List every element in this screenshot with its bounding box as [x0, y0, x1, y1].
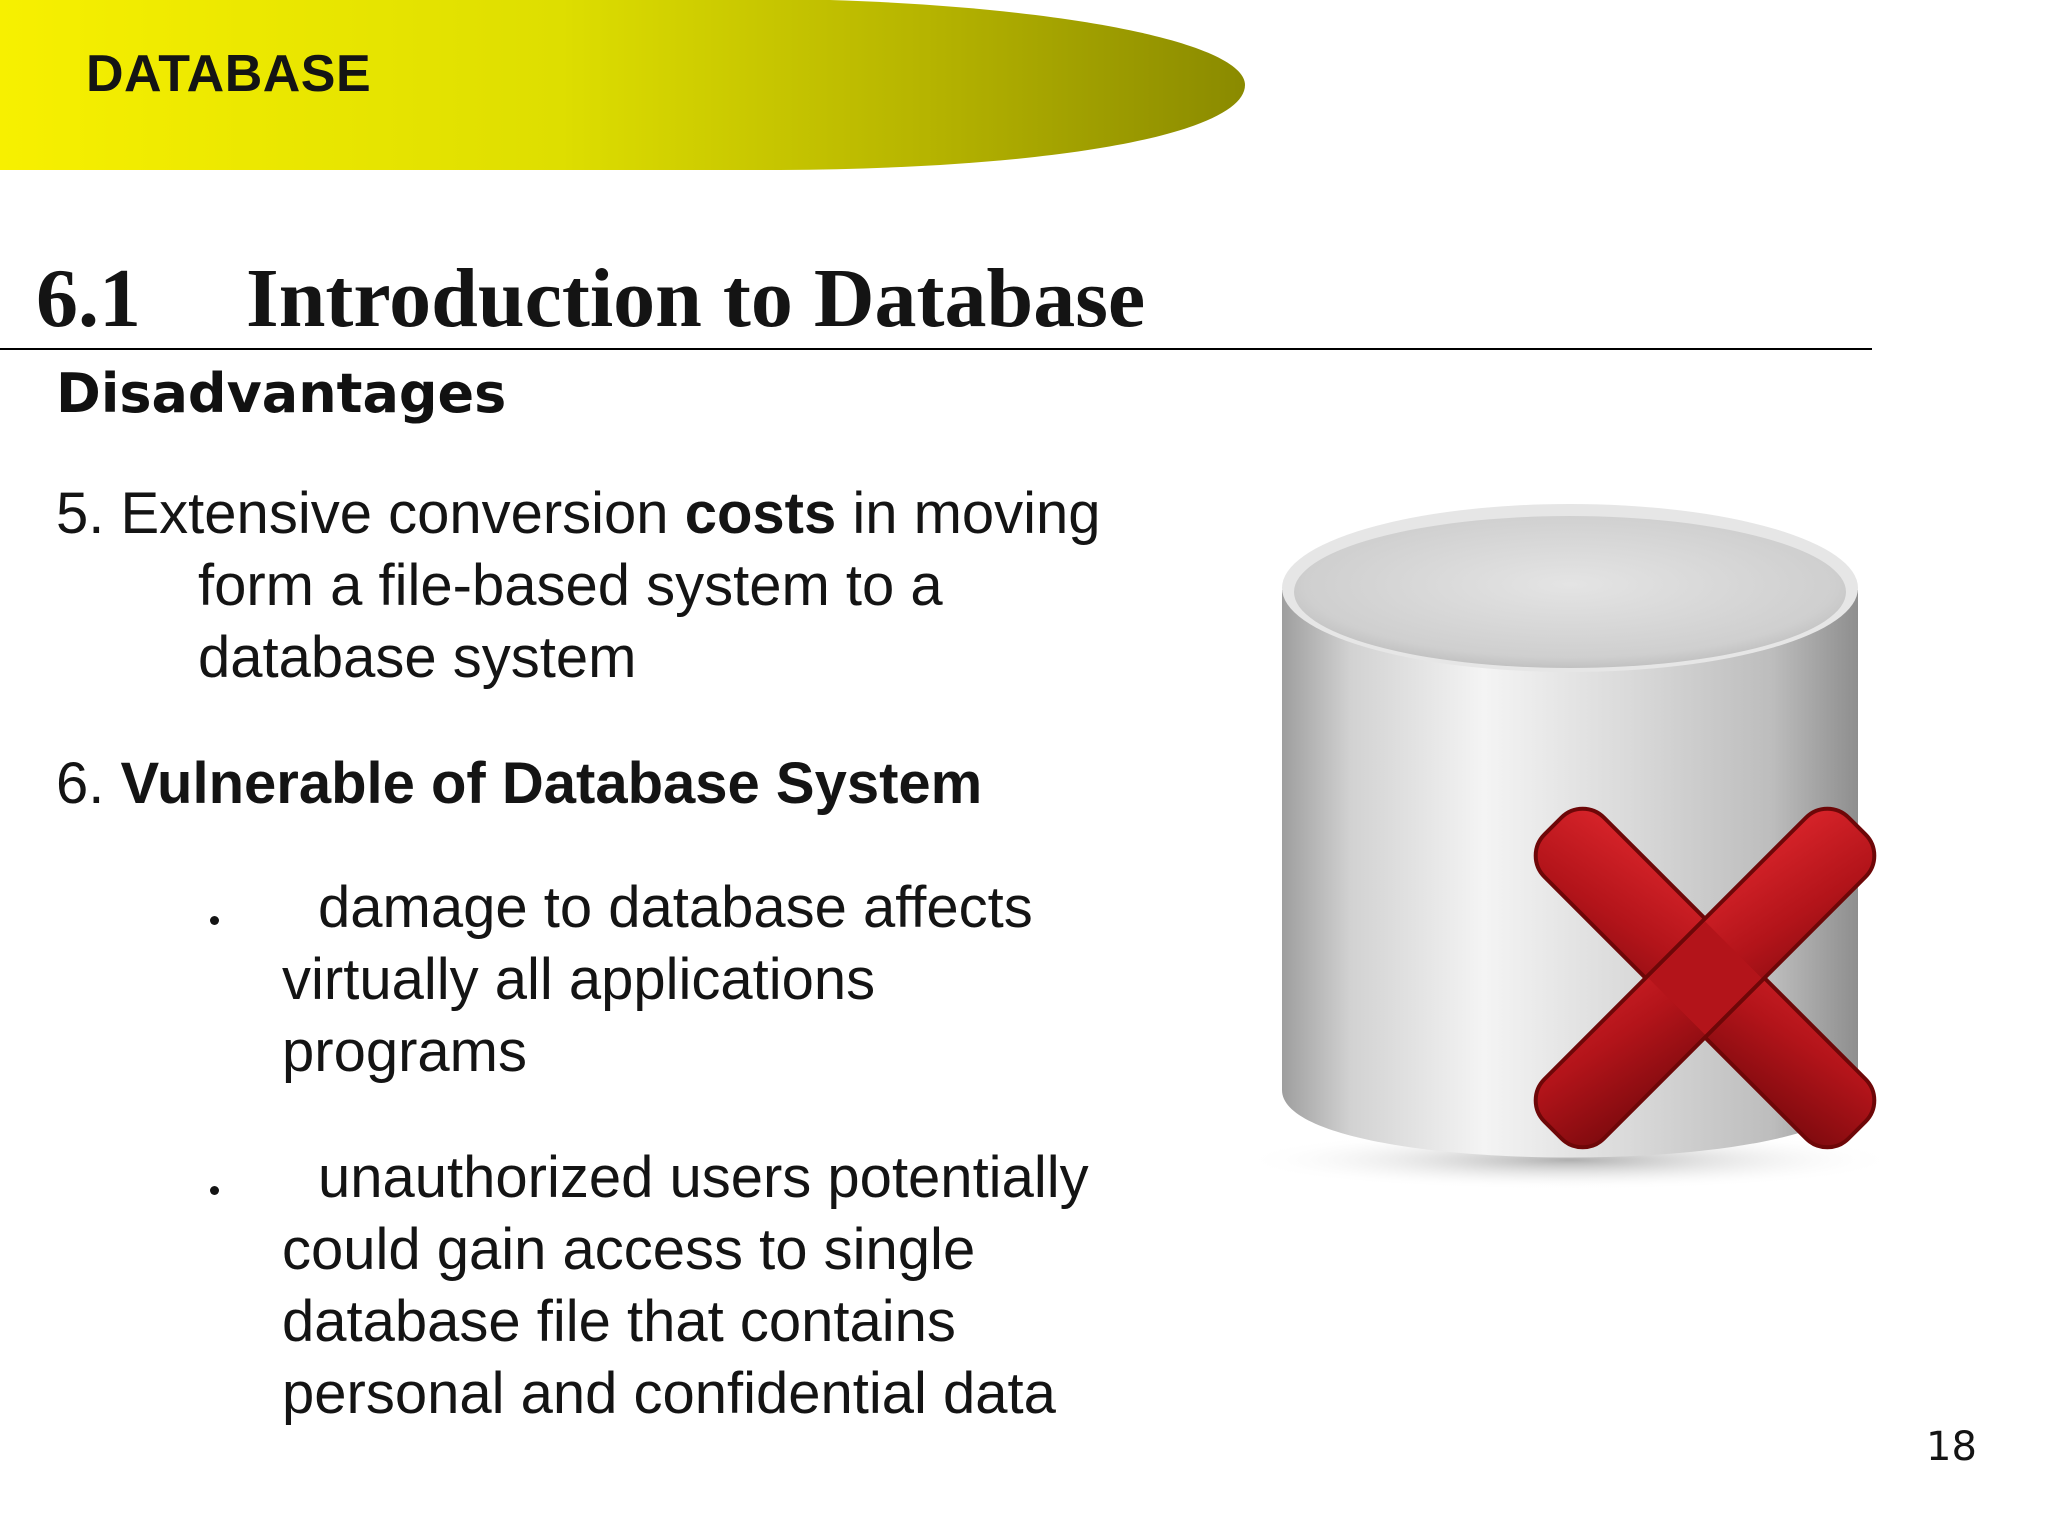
banner-shape: [0, 0, 1245, 170]
page-number: 18: [1926, 1424, 1977, 1470]
section-title: Introduction to Database: [246, 252, 1146, 345]
item-number: 6.: [56, 751, 105, 816]
bullet-icon: [204, 910, 224, 930]
bullet-line: unauthorized users potentially: [318, 1145, 1089, 1210]
bullet-line: damage to database affects: [318, 875, 1033, 940]
bullet-line: could gain access to single: [282, 1217, 976, 1282]
bullet-line: programs: [282, 1019, 527, 1084]
bullet-item: unauthorized users potentially could gai…: [282, 1142, 1089, 1430]
list-item-6: 6. Vulnerable of Database System: [56, 748, 982, 820]
section-number: 6.1: [36, 252, 141, 345]
bullet-icon: [204, 1180, 224, 1200]
list-item-5-line-3: database system: [198, 625, 637, 690]
header-banner: DATABASE: [0, 0, 1250, 170]
bullet-item: damage to database affects virtually all…: [282, 872, 1033, 1088]
item-heading: Vulnerable of Database System: [120, 751, 983, 816]
list-item-5-line-1: 5. Extensive conversion costs in moving: [56, 478, 1101, 550]
item-text: in moving: [852, 481, 1101, 546]
item-number: 5.: [56, 481, 105, 546]
subheading: Disadvantages: [56, 362, 507, 425]
item-text: Extensive conversion: [120, 481, 669, 546]
database-error-icon: [1240, 480, 1940, 1220]
header-label: DATABASE: [86, 45, 372, 103]
list-item-5: 5. Extensive conversion costs in moving …: [56, 478, 1101, 694]
item-emphasis: costs: [684, 481, 837, 546]
bullet-line: virtually all applications: [282, 947, 876, 1012]
title-divider: [0, 348, 1872, 350]
list-item-5-line-2: form a file-based system to a: [198, 553, 943, 618]
bullet-line: database file that contains: [282, 1289, 956, 1354]
bullet-line: personal and confidential data: [282, 1361, 1056, 1426]
